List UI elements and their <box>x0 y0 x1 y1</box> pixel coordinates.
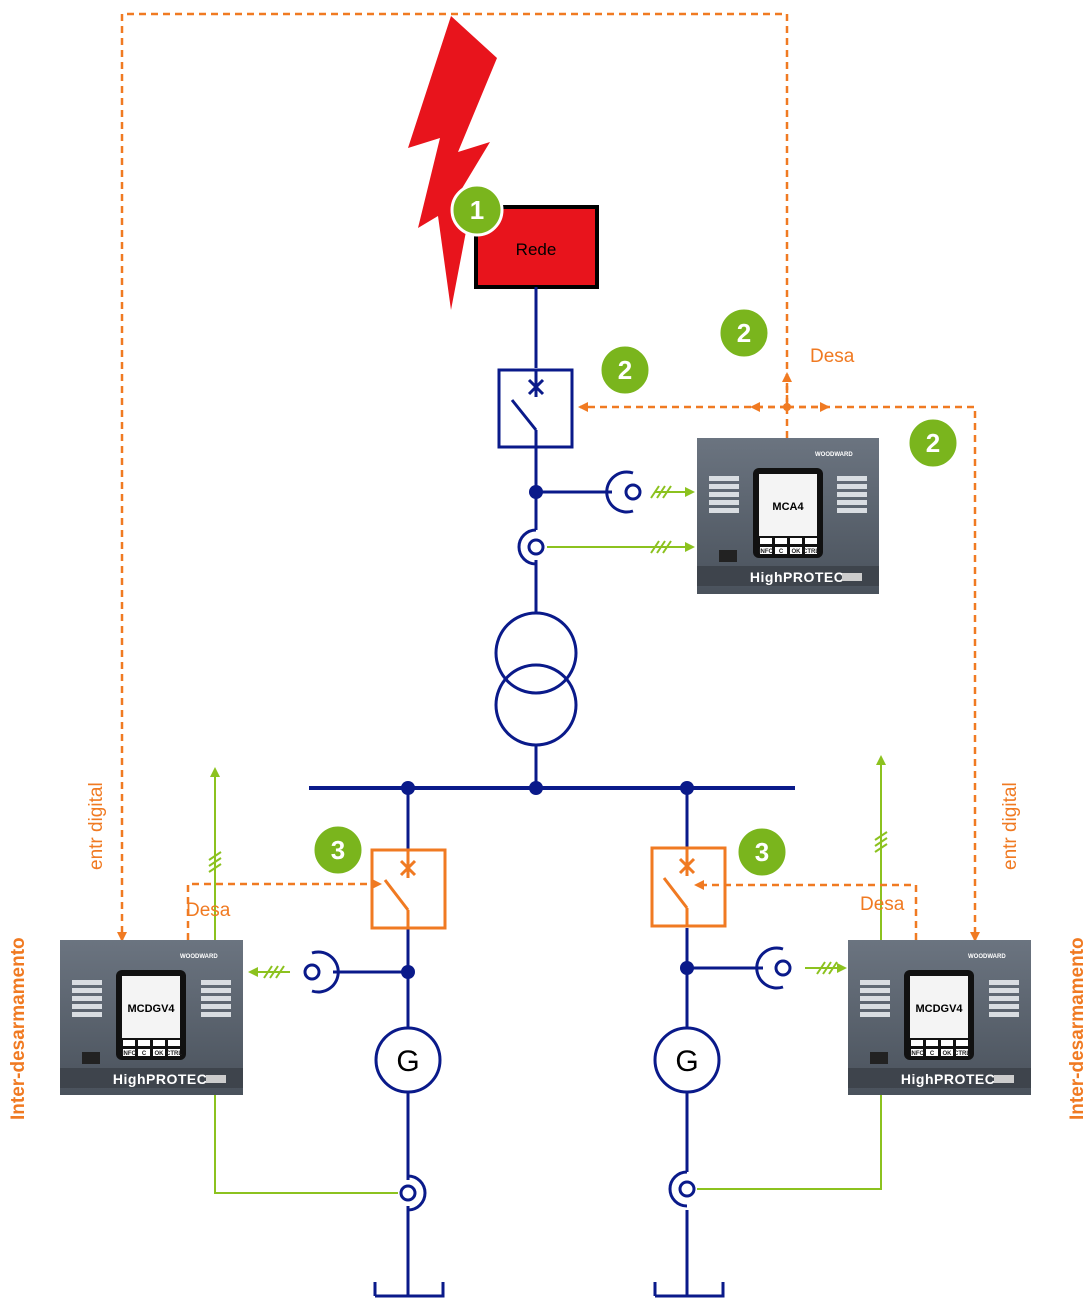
main-breaker <box>497 368 574 449</box>
digital-input-label-left: entr digital <box>86 782 107 870</box>
measurement-hash-marks <box>208 485 888 979</box>
trip-label-right: Desa <box>860 894 905 915</box>
measurement-lines <box>210 487 886 1194</box>
svg-text:CTRL: CTRL <box>803 549 819 555</box>
trip-label-top: Desa <box>810 346 855 367</box>
svg-text:INFO: INFO <box>122 1051 137 1057</box>
badge-3a: 3 <box>311 823 365 877</box>
svg-text:1: 1 <box>470 195 484 225</box>
svg-text:INFO: INFO <box>910 1051 925 1057</box>
svg-text:C: C <box>930 1051 935 1057</box>
svg-text:High: High <box>901 1071 934 1087</box>
right-feeder <box>653 788 763 1298</box>
badge-3b: 3 <box>735 825 789 879</box>
grid-label: Rede <box>516 240 557 259</box>
left-generator-label: G <box>396 1045 419 1078</box>
right-vt-icon <box>755 946 792 990</box>
node-dot <box>401 965 415 979</box>
digital-input-label-right: entr digital <box>1000 782 1021 870</box>
right-breaker <box>650 846 727 928</box>
node-dot <box>529 781 543 795</box>
node-dot <box>529 485 543 499</box>
left-generator: G <box>374 1026 442 1094</box>
intertrip-label-right: Inter-desarmamento <box>1067 937 1088 1120</box>
right-generator: G <box>653 1026 721 1094</box>
device-maker: WOODWARD <box>180 954 218 960</box>
device-model: MCA4 <box>772 501 804 513</box>
badge-2b: 2 <box>598 343 652 397</box>
svg-text:CTRL: CTRL <box>166 1051 182 1057</box>
device-model: MCDGV4 <box>127 1003 175 1015</box>
signal-lines <box>117 12 980 942</box>
svg-text:PROTEC: PROTEC <box>146 1071 207 1087</box>
svg-text:OK: OK <box>943 1051 953 1057</box>
relay-device-right: WOODWARD MCDGV4 INFO C OK CTRL High PROT… <box>848 940 1031 1095</box>
badge-1: 1 <box>450 183 504 237</box>
svg-text:OK: OK <box>792 549 802 555</box>
left-feeder <box>333 788 445 1298</box>
svg-text:2: 2 <box>618 355 632 385</box>
svg-text:PROTEC: PROTEC <box>783 569 844 585</box>
svg-text:C: C <box>142 1051 147 1057</box>
svg-text:2: 2 <box>737 318 751 348</box>
left-breaker <box>370 848 447 930</box>
svg-text:CTRL: CTRL <box>954 1051 970 1057</box>
svg-text:2: 2 <box>926 428 940 458</box>
fault-lightning-icon <box>408 16 497 310</box>
right-generator-label: G <box>675 1045 698 1078</box>
device-model: MCDGV4 <box>915 1003 963 1015</box>
left-vt-icon <box>303 950 340 994</box>
device-maker: WOODWARD <box>968 954 1006 960</box>
relay-device-top: WOODWARD MCA4 INFO C OK CTRL High PROTEC <box>697 438 879 594</box>
voltage-transformer-icon <box>605 470 642 514</box>
trip-label-left: Desa <box>186 900 231 921</box>
svg-text:3: 3 <box>755 837 769 867</box>
left-neutral-ct-icon <box>399 1174 427 1212</box>
device-maker: WOODWARD <box>815 452 853 458</box>
power-transformer-icon <box>494 611 578 747</box>
badge-2a: 2 <box>717 306 771 360</box>
intertrip-label-left: Inter-desarmamento <box>8 937 29 1120</box>
svg-text:PROTEC: PROTEC <box>934 1071 995 1087</box>
right-neutral-ct-icon <box>668 1170 696 1208</box>
svg-text:High: High <box>750 569 783 585</box>
relay-device-left: WOODWARD MCDGV4 INFO C OK CTRL High PROT… <box>60 940 243 1095</box>
current-transformer-icon <box>517 528 545 566</box>
svg-text:C: C <box>779 549 784 555</box>
badge-2c: 2 <box>906 416 960 470</box>
svg-text:High: High <box>113 1071 146 1087</box>
svg-text:OK: OK <box>155 1051 165 1057</box>
signal-junction <box>783 403 791 411</box>
svg-text:3: 3 <box>331 835 345 865</box>
svg-text:INFO: INFO <box>759 549 774 555</box>
node-dot <box>680 961 694 975</box>
main-feeder <box>534 287 612 788</box>
